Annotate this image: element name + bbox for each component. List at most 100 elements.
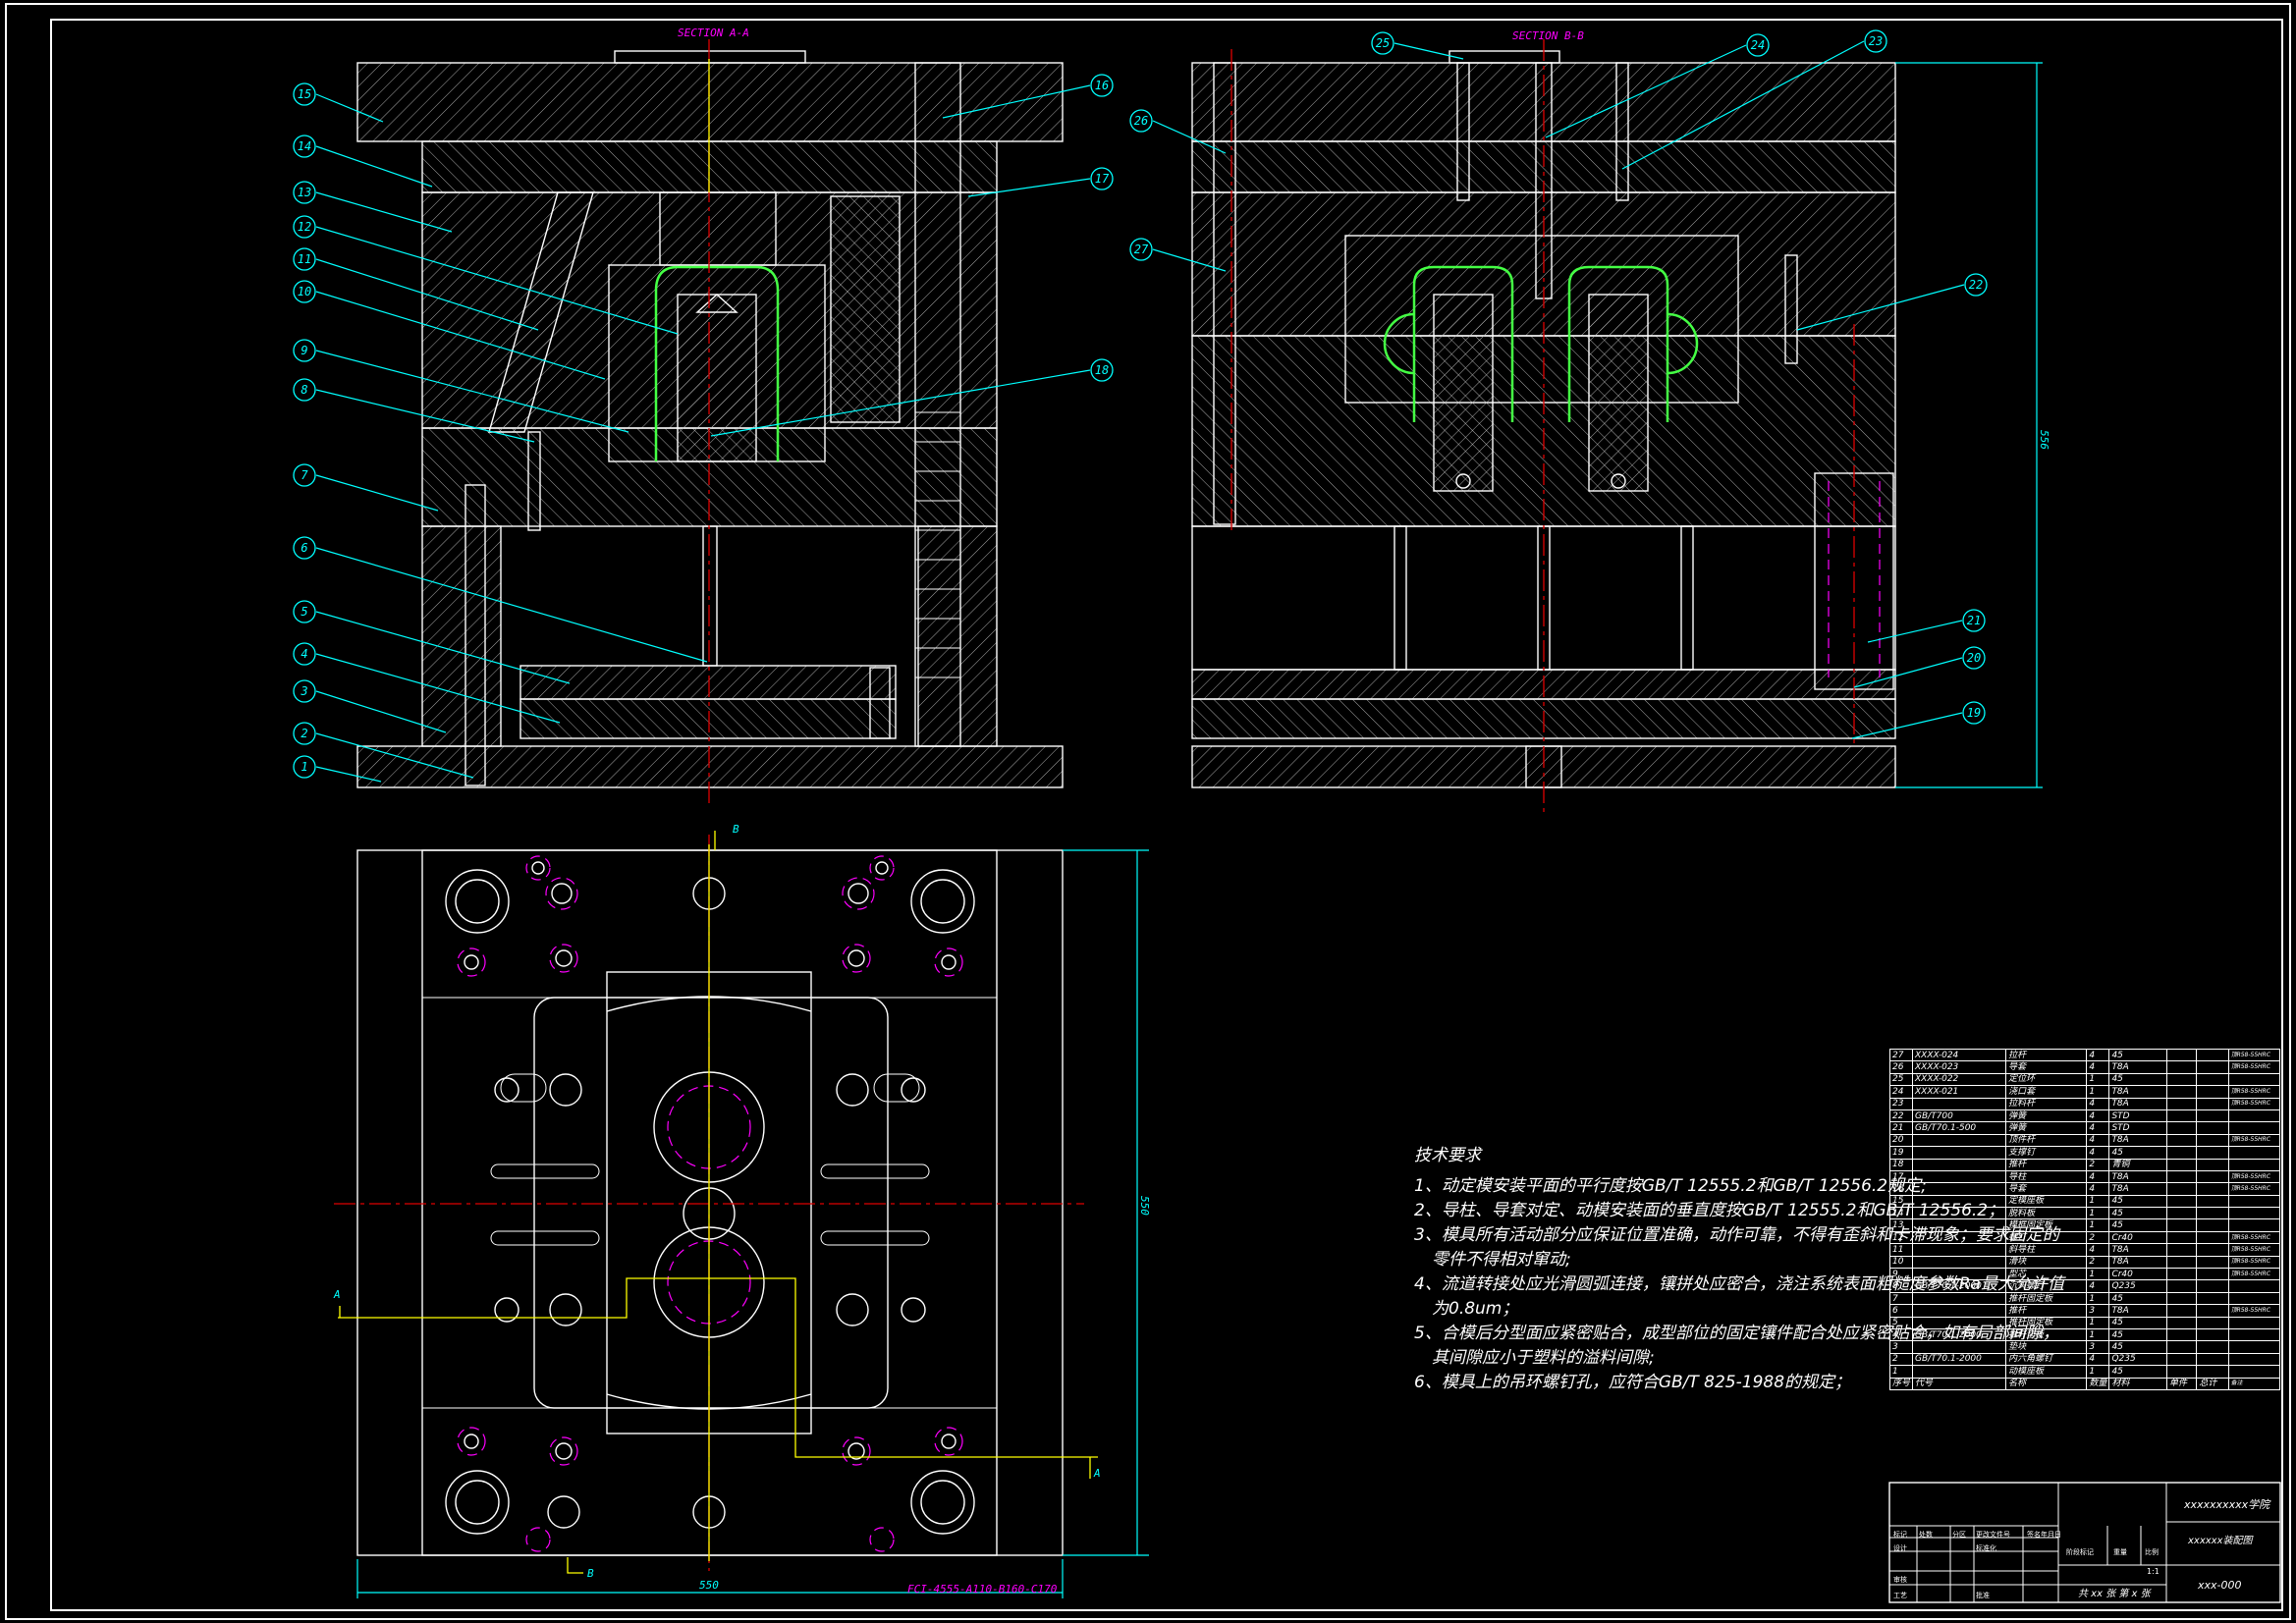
bom-cell [2165,1218,2198,1232]
bom-cell: 顶R58-55HRC [2227,1169,2281,1184]
b-part-left [1412,265,1514,422]
bom-cell: 45 [2108,1072,2167,1087]
bom-cell [2165,1291,2198,1306]
balloon-15: 15 [293,82,384,123]
bom-cell: T8A [2108,1255,2167,1270]
bom-cell: 3 [2086,1304,2110,1318]
bom-cell: 推杆 [2005,1304,2088,1318]
bom-cell: 内六角螺钉 [2005,1352,2088,1367]
svg-text:24: 24 [1751,38,1765,52]
bom-cell: 青铜 [2108,1158,2167,1171]
bom-cell [2165,1169,2198,1184]
bom-header-cell: 总计 [2196,1377,2229,1390]
section-a-a-view: SECTION A-A [356,27,1064,805]
bom-cell: 4 [2086,1169,2110,1184]
plan-slider-area [533,997,889,1409]
dim-height: 550 [1138,1196,1151,1216]
bom-cell [1912,1146,2007,1160]
drawing-name: xxxxxx装配图 [2188,1536,2253,1546]
note-line-7: 5、合模后分型面应紧密贴合，成型部位的固定镶件配合处应紧密贴合，如有局部间隙， [1414,1324,2059,1343]
balloon-20: 20 [1853,646,1986,688]
bom-cell [2196,1268,2229,1281]
b-spring-pin [1784,254,1798,364]
stop-bolt [869,667,891,739]
bottom-clamp-plate [356,745,1064,788]
bom-cell: 顶R58-55HRC [2227,1085,2281,1099]
bom-cell: 1 [2086,1194,2110,1209]
bom-cell: 2 [1888,1352,1914,1367]
bom-cell: 45 [2108,1316,2167,1330]
note-line-1: 1、动定模安装平面的平行度按GB/T 12555.2和GB/T 12556.2规… [1414,1176,1927,1196]
bom-header-cell: 代号 [1912,1377,2007,1390]
bom-cell [2165,1146,2198,1160]
note-line-5: 4、流道转接处应光滑圆弧连接，镶拼处应密合，浇注系统表面粗糙度参数Ra最大允许值 [1414,1274,2065,1294]
dim-b-height: 556 [2038,430,2050,450]
bom-cell: 19 [1888,1146,1914,1160]
bom-cell: 浇口套 [2005,1085,2088,1099]
bom-cell: 45 [2108,1340,2167,1354]
b-ejector-pin-3 [1680,525,1694,671]
bom-cell: 4 [2086,1133,2110,1148]
bom-cell: 1 [2086,1207,2110,1220]
b-part-left-lug [1383,312,1415,375]
bom-cell: 4 [2086,1048,2110,1062]
ejector-pin-small [527,431,541,531]
plan-view: 550 550 FCI-4555-A110-B160-C170 B B A A [333,823,1151,1598]
bom-cell [2165,1352,2198,1367]
bom-cell: 1 [2086,1316,2110,1330]
bom-cell: 顶R58-55HRC [2227,1230,2281,1245]
balloon-26: 26 [1129,109,1227,154]
tb-label-design: 设计 [1893,1544,1907,1552]
balloon-12: 12 [293,215,679,335]
bom-cell [2165,1207,2198,1220]
core-tip [695,294,738,313]
bom-cell [2165,1158,2198,1171]
bom-cell [2165,1230,2198,1245]
bom-cell: 1 [2086,1268,2110,1281]
technical-requirements: 技术要求 1、动定模安装平面的平行度按GB/T 12555.2和GB/T 125… [1414,1144,2065,1395]
bom-cell [2165,1279,2198,1293]
bom-cell: 1 [2086,1291,2110,1306]
bom-cell [2227,1109,2281,1123]
bom-cell: 4 [2086,1121,2110,1135]
bom-cell [1912,1230,2007,1245]
bom-cell [2165,1048,2198,1062]
balloon-13: 13 [293,181,453,233]
balloon-21: 21 [1867,609,1986,643]
bom-cell: 定位环 [2005,1072,2088,1087]
svg-text:23: 23 [1869,34,1883,48]
bom-header-cell: 材料 [2108,1377,2167,1390]
bom-cell [1912,1304,2007,1318]
molded-part-outline [654,265,780,461]
bom-cell [2196,1291,2229,1306]
bom-cell: GB/T70.1-2000 [1912,1279,2007,1293]
bom-cell: 15 [1888,1194,1914,1209]
svg-text:17: 17 [1095,172,1110,186]
tb-label-scale: 比例 [2145,1548,2159,1556]
guide-pillar [914,62,961,747]
bom-cell: 1 [2086,1218,2110,1232]
bom-cell: 顶R58-55HRC [2227,1182,2281,1196]
bom-header-cell: 序号 [1888,1377,1914,1390]
bom-cell: STD [2108,1121,2167,1135]
bom-cell: 45 [2108,1218,2167,1232]
bom-cell: T8A [2108,1060,2167,1074]
bom-cell: 斜导柱 [2005,1243,2088,1257]
section-b-b-view: 556 SECTION B-B [1191,29,2050,815]
title-block: xxxxxxxxxx学院 xxxxxx装配图 xxx-000 共 xx 张 第 … [1889,1483,2280,1602]
bom-cell: 4 [2086,1109,2110,1123]
b-guide-pin [1213,62,1236,525]
svg-text:1: 1 [301,760,307,774]
bom-cell: 6 [1888,1304,1914,1318]
bom-cell [2227,1207,2281,1220]
